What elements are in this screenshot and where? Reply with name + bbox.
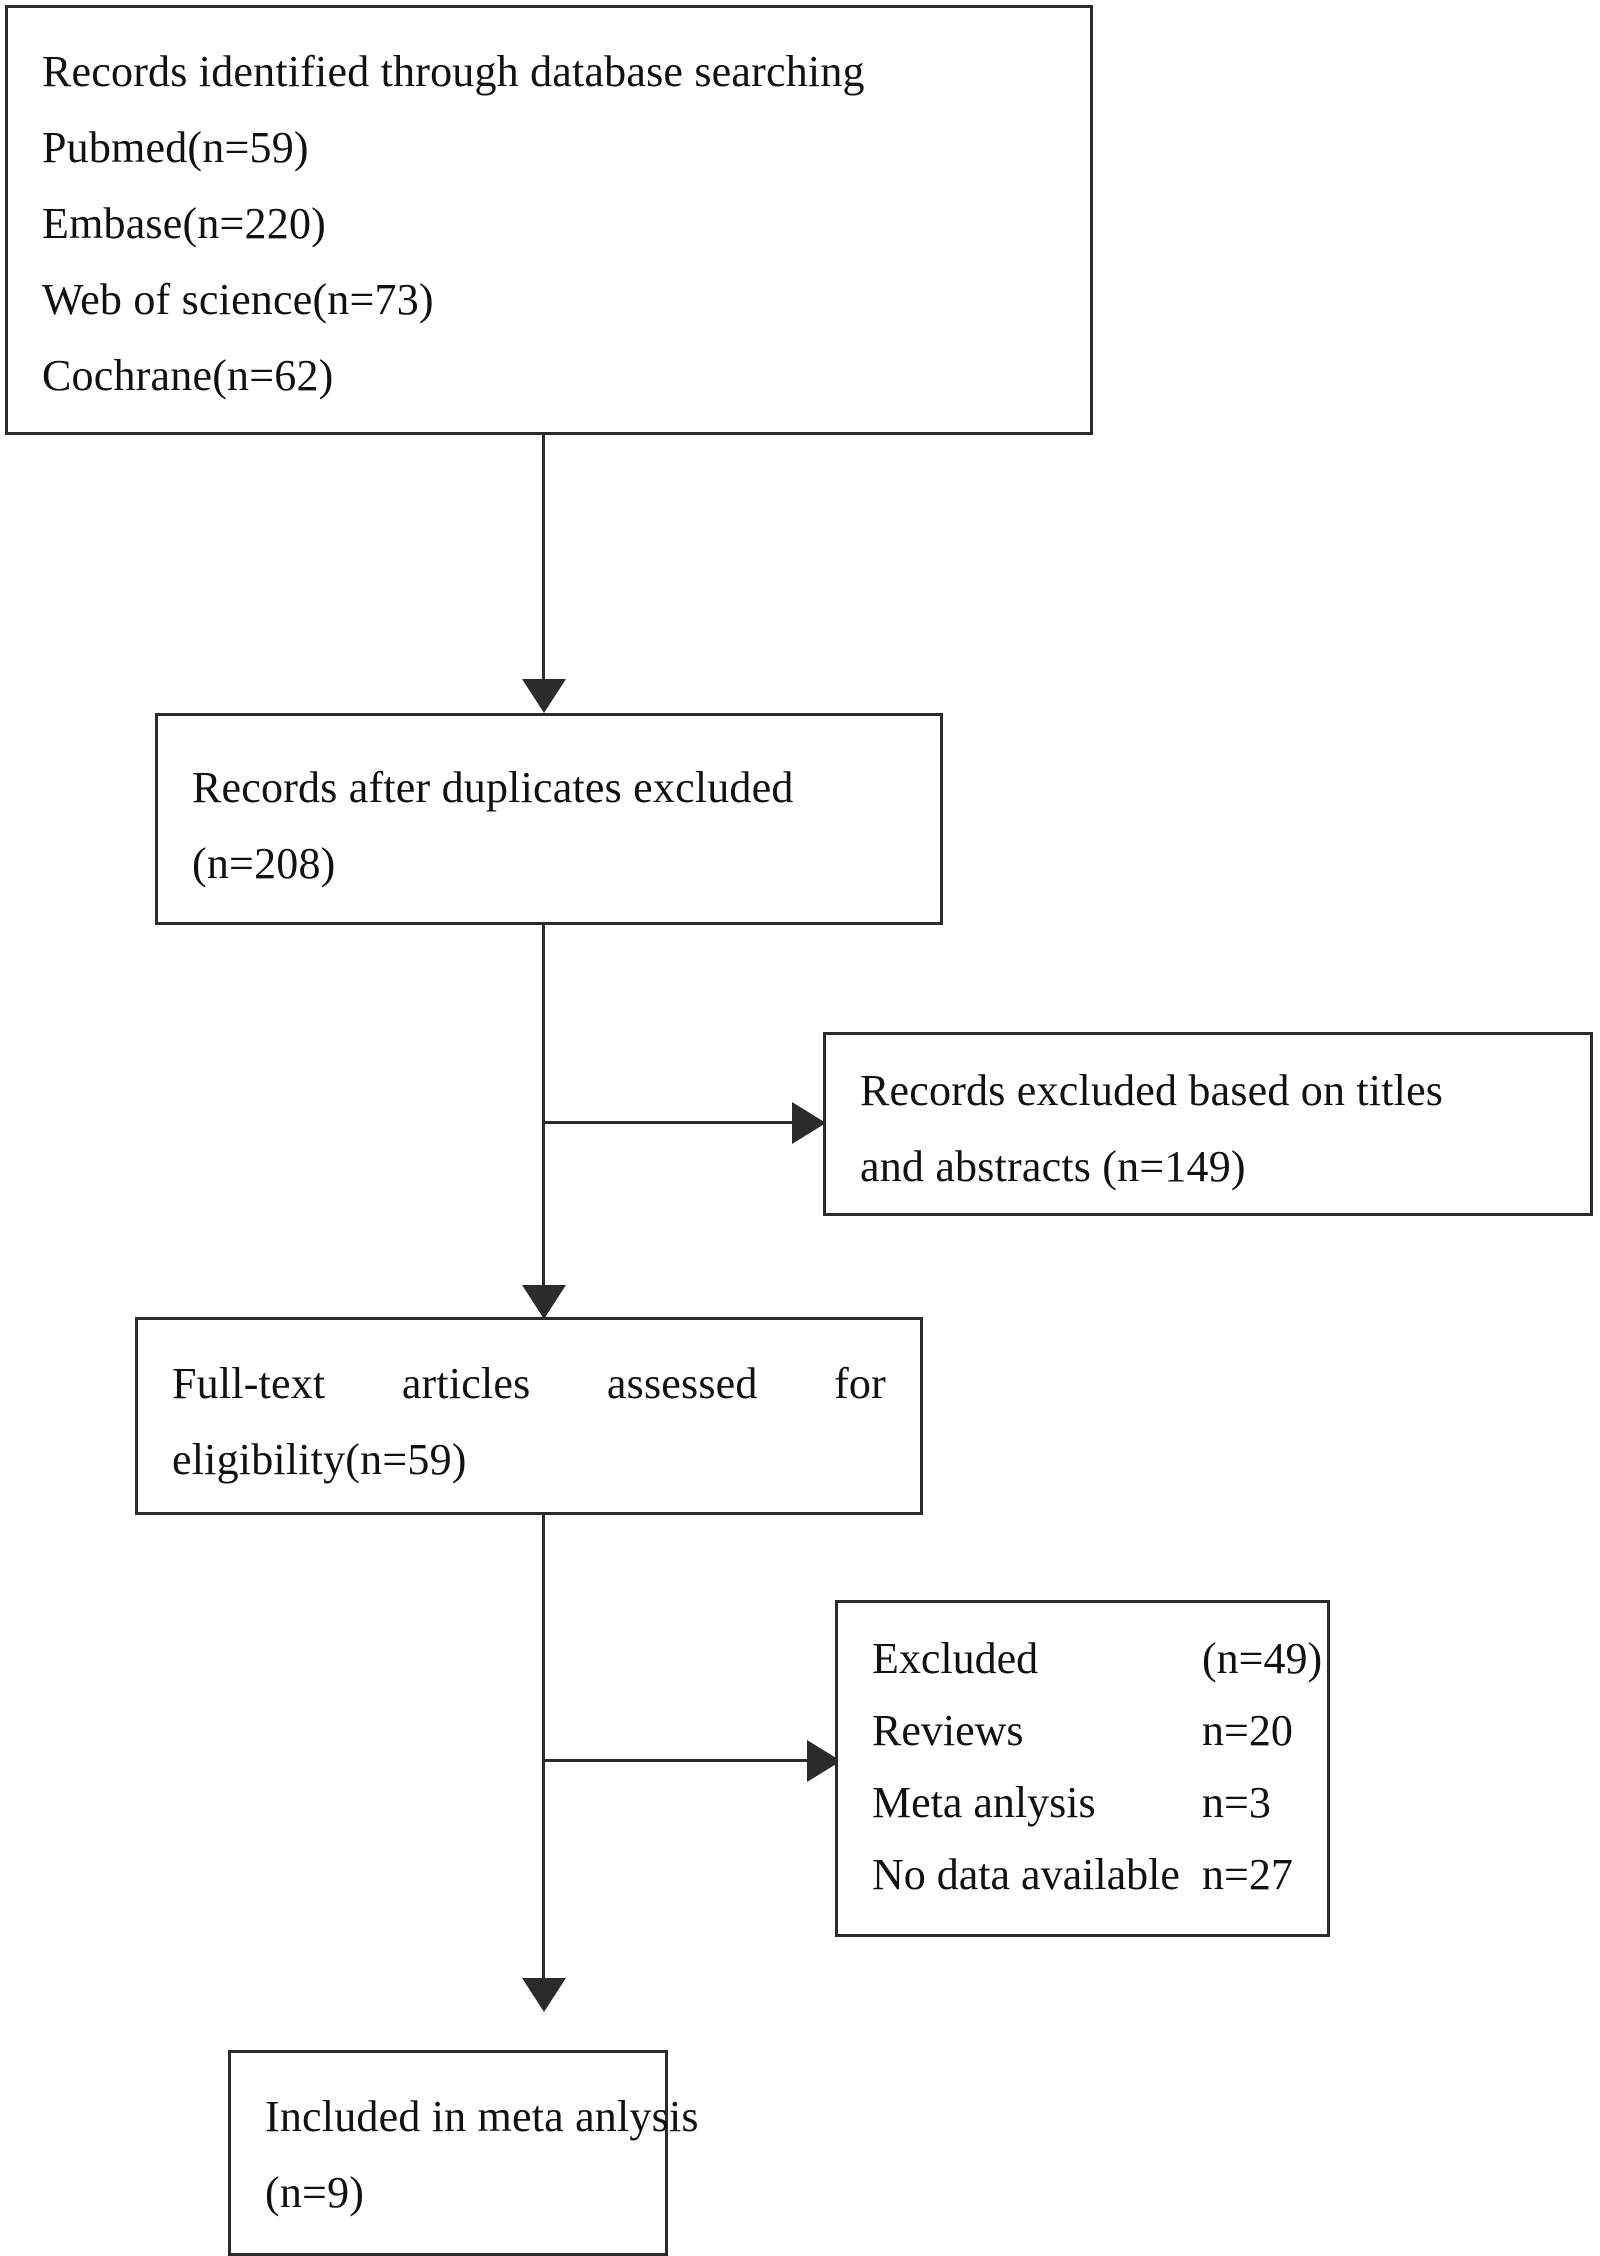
connector-duplicates-to-fulltext: [542, 925, 545, 1287]
included-line-1: Included in meta anlysis: [265, 2092, 699, 2141]
excluded-reasons-row: Meta anlysis n=3: [872, 1767, 1307, 1839]
excluded-reasons-row: No data available n=27: [872, 1839, 1307, 1911]
records-identified-box: Records identified through database sear…: [5, 5, 1093, 435]
excluded-reasons-label: Meta anlysis: [872, 1778, 1096, 1827]
arrowhead-identified-to-duplicates: [522, 679, 566, 713]
excluded-reasons-label: Reviews: [872, 1706, 1024, 1755]
excluded-reasons-box: Excluded (n=49) Reviews n=20 Meta anlysi…: [835, 1600, 1330, 1937]
records-excluded-titles-line-1: Records excluded based on titles: [860, 1066, 1444, 1115]
fulltext-assessed-line-2: eligibility(n=59): [172, 1435, 467, 1484]
records-after-duplicates-box: Records after duplicates excluded (n=208…: [155, 713, 943, 925]
included-line-2: (n=9): [265, 2168, 365, 2217]
records-identified-line-1: Records identified through database sear…: [42, 47, 865, 96]
excluded-reasons-row: Excluded (n=49): [872, 1623, 1322, 1695]
connector-fulltext-to-included: [542, 1515, 545, 1980]
connector-to-excluded-titles: [545, 1121, 795, 1124]
connector-to-excluded-reasons: [545, 1759, 810, 1762]
arrowhead-to-excluded-titles: [792, 1102, 826, 1144]
records-after-duplicates-line-1: Records after duplicates excluded: [192, 763, 794, 812]
records-excluded-titles-box: Records excluded based on titles and abs…: [823, 1032, 1593, 1216]
excluded-reasons-value: n=3: [1202, 1778, 1271, 1827]
fulltext-assessed-line-1: Full-text articles assessed for: [172, 1359, 886, 1408]
records-identified-line-4: Web of science(n=73): [42, 275, 434, 324]
excluded-reasons-value: n=27: [1202, 1850, 1293, 1899]
records-identified-line-2: Pubmed(n=59): [42, 123, 309, 172]
excluded-reasons-row: Reviews n=20: [872, 1695, 1307, 1767]
arrowhead-duplicates-to-fulltext: [522, 1285, 566, 1319]
fulltext-assessed-box: Full-text articles assessed for eligibil…: [135, 1317, 923, 1515]
excluded-reasons-value: n=20: [1202, 1706, 1293, 1755]
records-identified-line-3: Embase(n=220): [42, 199, 327, 248]
arrowhead-fulltext-to-included: [522, 1978, 566, 2012]
included-in-meta-analysis-box: Included in meta anlysis (n=9): [228, 2050, 699, 2256]
records-excluded-titles-line-2: and abstracts (n=149): [860, 1142, 1246, 1191]
excluded-reasons-label: Excluded: [872, 1634, 1039, 1683]
records-after-duplicates-line-2: (n=208): [192, 839, 336, 888]
records-identified-line-5: Cochrane(n=62): [42, 351, 334, 400]
connector-identified-to-duplicates: [542, 435, 545, 681]
excluded-reasons-value: (n=49): [1202, 1634, 1323, 1683]
excluded-reasons-label: No data available: [872, 1850, 1180, 1899]
